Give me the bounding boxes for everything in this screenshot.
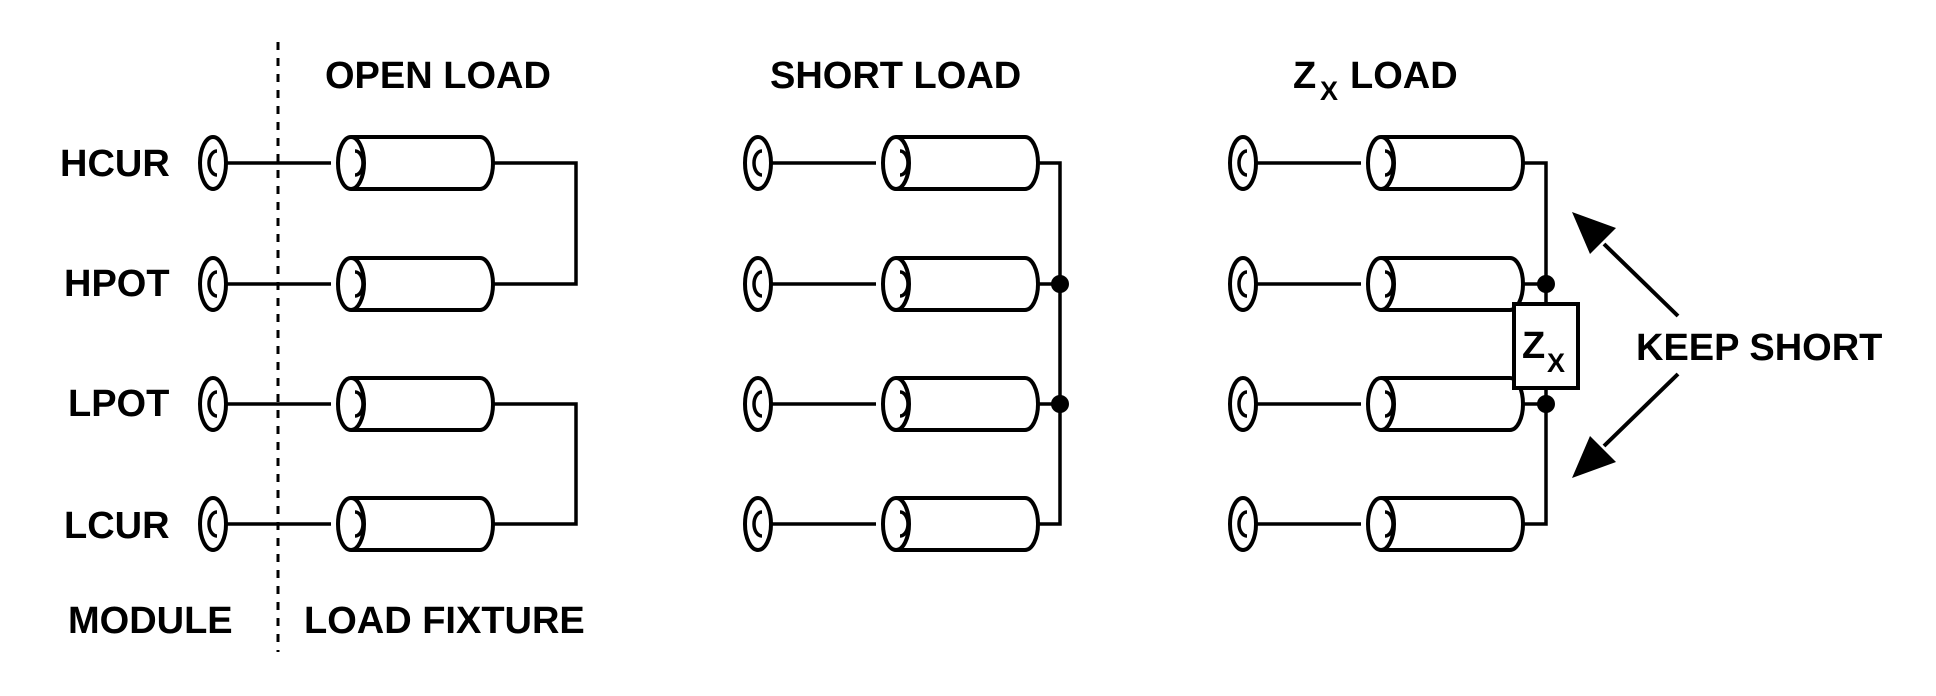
open-load-circuit [198,135,578,552]
junction-dot [1051,275,1069,293]
terminal-label-lcur: LCUR [64,505,170,547]
keep-short-arrow-down [1572,372,1680,478]
connector-lcur [198,496,495,552]
connector-hcur [198,135,495,191]
terminal-label-lpot: LPOT [68,383,169,425]
impedance-subscript: X [1547,348,1565,378]
short-load-circuit [743,135,1069,552]
short-load-title: SHORT LOAD [770,55,1021,97]
impedance-box [1512,302,1580,390]
load-fixture-label: LOAD FIXTURE [304,600,585,642]
connector-hpot [198,256,495,312]
svg-text:X: X [1320,76,1338,106]
keep-short-label: KEEP SHORT [1636,327,1882,369]
svg-text:Z: Z [1293,55,1316,97]
impedance-label: Z [1522,325,1545,367]
zx-load-circuit: Z X [1228,135,1580,552]
open-load-title: OPEN LOAD [325,55,551,97]
terminal-label-hpot: HPOT [64,263,170,305]
connector-lpot [198,376,495,432]
svg-text:LOAD: LOAD [1350,55,1458,97]
junction-dot [1537,395,1555,413]
terminal-label-hcur: HCUR [60,143,170,185]
junction-dot [1537,275,1555,293]
module-label: MODULE [68,600,233,642]
junction-dot [1051,395,1069,413]
zx-load-title: Z X LOAD [1293,55,1458,106]
keep-short-arrow-up [1572,212,1680,318]
